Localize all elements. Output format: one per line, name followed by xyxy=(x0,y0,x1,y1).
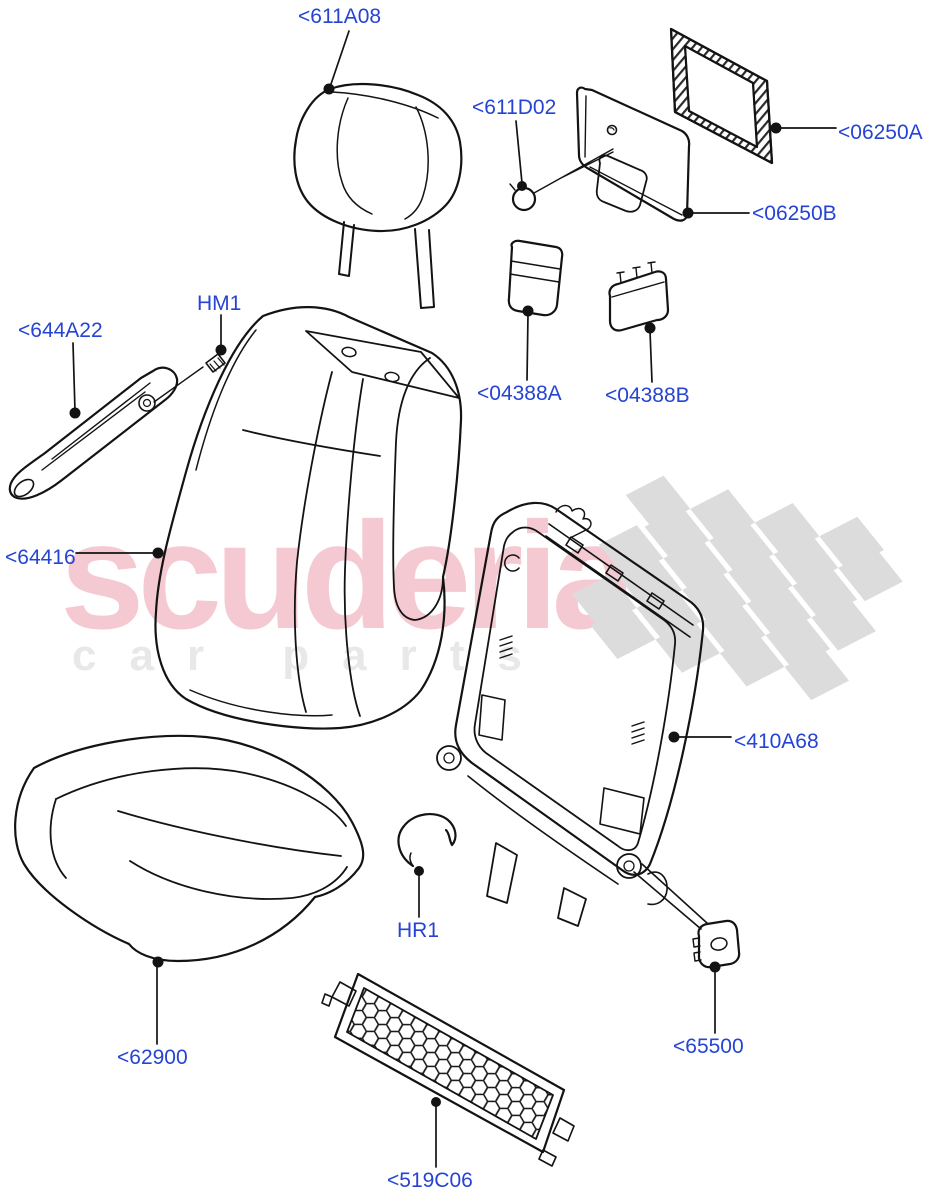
part-label-HM1[interactable]: HM1 xyxy=(197,292,242,315)
grommet-drawing xyxy=(509,148,614,212)
seatback-panel-lid-drawing xyxy=(575,86,691,222)
watermark-title: scuderia xyxy=(60,491,636,661)
armrest-drawing xyxy=(8,366,204,500)
part-label-519C06[interactable]: <519C06 xyxy=(387,1169,473,1192)
watermark-subtitle: car parts xyxy=(72,631,555,680)
headrest-drawing xyxy=(293,82,463,309)
part-label-06250B[interactable]: <06250B xyxy=(752,202,837,225)
clip-65500-drawing xyxy=(633,863,741,969)
part-label-62900[interactable]: <62900 xyxy=(117,1046,188,1069)
part-label-64416[interactable]: <64416 xyxy=(5,546,76,569)
part-label-04388B[interactable]: <04388B xyxy=(605,384,690,407)
display-frame-drawing xyxy=(669,27,774,165)
module-04388B-drawing xyxy=(608,261,670,332)
part-label-611D02[interactable]: <611D02 xyxy=(472,96,557,119)
part-label-410A68[interactable]: <410A68 xyxy=(734,730,819,753)
part-label-06250A[interactable]: <06250A xyxy=(838,121,923,144)
part-label-04388A[interactable]: <04388A xyxy=(477,382,562,405)
bolt-hm1-drawing xyxy=(205,353,226,373)
part-label-65500[interactable]: <65500 xyxy=(673,1035,744,1058)
mesh-grille-drawing xyxy=(321,972,575,1167)
part-label-644A22[interactable]: <644A22 xyxy=(18,319,103,342)
part-label-HR1[interactable]: HR1 xyxy=(397,919,440,942)
part-label-611A08[interactable]: <611A08 xyxy=(298,5,382,28)
hook-hr1-drawing xyxy=(397,812,457,868)
seat-cushion-drawing xyxy=(14,734,365,963)
module-04388A-drawing xyxy=(507,239,564,317)
